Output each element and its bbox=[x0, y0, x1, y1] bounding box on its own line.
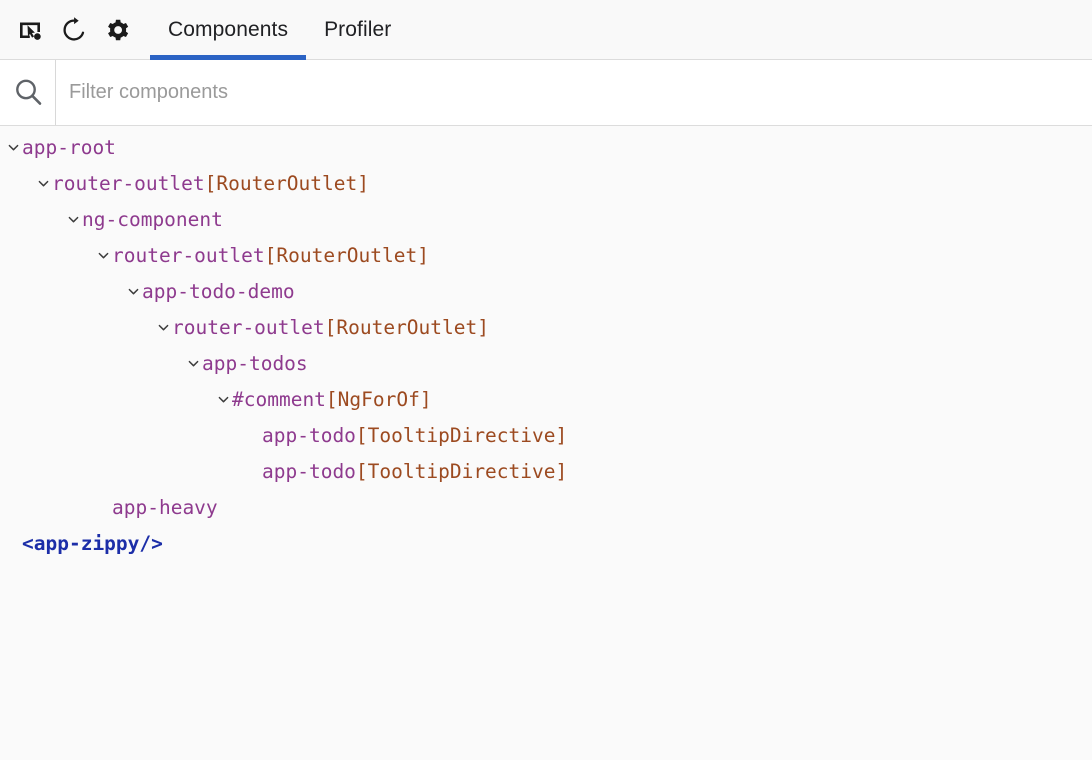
tree-node-name: app-todos bbox=[202, 351, 308, 375]
chevron-down-icon[interactable] bbox=[125, 273, 142, 309]
gear-icon bbox=[105, 17, 131, 43]
tree-node-name: router-outlet bbox=[52, 171, 205, 195]
chevron-down-icon[interactable] bbox=[185, 345, 202, 381]
inspect-element-button[interactable] bbox=[8, 8, 52, 52]
chevron-down-icon[interactable] bbox=[35, 165, 52, 201]
tree-node[interactable]: router-outlet[RouterOutlet] bbox=[0, 237, 1092, 273]
tree-node-name: app-todo bbox=[262, 423, 356, 447]
tree-node-spacer bbox=[245, 453, 262, 489]
tree-node-directive: [NgForOf] bbox=[325, 387, 432, 411]
tree-node-spacer bbox=[95, 489, 112, 525]
tree-node-name: <app-zippy/> bbox=[22, 531, 163, 555]
tree-node[interactable]: app-root bbox=[0, 129, 1092, 165]
tree-node-name: #comment bbox=[232, 387, 326, 411]
chevron-down-icon[interactable] bbox=[5, 129, 22, 165]
tree-node-directive: [RouterOutlet] bbox=[324, 315, 489, 339]
tree-node[interactable]: router-outlet[RouterOutlet] bbox=[0, 165, 1092, 201]
tree-node-directive: [RouterOutlet] bbox=[264, 243, 429, 267]
tree-node-name: app-root bbox=[22, 135, 116, 159]
search-icon[interactable] bbox=[0, 60, 56, 125]
tree-node[interactable]: app-todos bbox=[0, 345, 1092, 381]
tree-node-name: router-outlet bbox=[112, 243, 265, 267]
refresh-button[interactable] bbox=[52, 8, 96, 52]
tab-bar: Components Profiler bbox=[150, 0, 409, 60]
chevron-down-icon[interactable] bbox=[95, 237, 112, 273]
tree-node[interactable]: ng-component bbox=[0, 201, 1092, 237]
filter-components-input[interactable] bbox=[56, 60, 1092, 125]
tree-node-directive: [TooltipDirective] bbox=[355, 459, 568, 483]
tree-node[interactable]: app-todo[TooltipDirective] bbox=[0, 453, 1092, 489]
tree-node-directive: [TooltipDirective] bbox=[355, 423, 568, 447]
tree-node[interactable]: app-todo-demo bbox=[0, 273, 1092, 309]
tree-node[interactable]: router-outlet[RouterOutlet] bbox=[0, 309, 1092, 345]
toolbar: Components Profiler bbox=[0, 0, 1092, 60]
chevron-down-icon[interactable] bbox=[65, 201, 82, 237]
tree-node-name: app-todo bbox=[262, 459, 356, 483]
tree-node-name: ng-component bbox=[82, 207, 223, 231]
filter-bar bbox=[0, 60, 1092, 126]
chevron-down-icon[interactable] bbox=[155, 309, 172, 345]
tree-node-directive: [RouterOutlet] bbox=[204, 171, 369, 195]
tree-node[interactable]: <app-zippy/> bbox=[0, 525, 1092, 561]
tab-profiler[interactable]: Profiler bbox=[306, 0, 409, 60]
refresh-icon bbox=[60, 16, 88, 44]
tree-node-name: app-heavy bbox=[112, 495, 218, 519]
inspect-element-icon bbox=[17, 17, 43, 43]
settings-button[interactable] bbox=[96, 8, 140, 52]
tab-components[interactable]: Components bbox=[150, 0, 307, 60]
tree-node-name: app-todo-demo bbox=[142, 279, 295, 303]
tree-node[interactable]: #comment[NgForOf] bbox=[0, 381, 1092, 417]
chevron-down-icon[interactable] bbox=[215, 381, 232, 417]
tree-node[interactable]: app-heavy bbox=[0, 489, 1092, 525]
tree-node-spacer bbox=[5, 525, 22, 561]
tree-node-name: router-outlet bbox=[172, 315, 325, 339]
tree-node-spacer bbox=[245, 417, 262, 453]
tree-node[interactable]: app-todo[TooltipDirective] bbox=[0, 417, 1092, 453]
